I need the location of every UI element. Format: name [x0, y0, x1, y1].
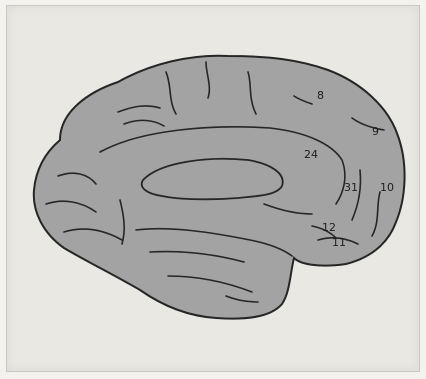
label-area-10: 10 [380, 181, 394, 194]
label-area-12: 12 [322, 221, 336, 234]
label-area-31: 31 [344, 181, 358, 194]
label-area-9: 9 [372, 125, 379, 138]
label-area-8: 8 [317, 89, 324, 102]
label-area-11: 11 [332, 236, 346, 249]
label-area-24: 24 [304, 148, 318, 161]
